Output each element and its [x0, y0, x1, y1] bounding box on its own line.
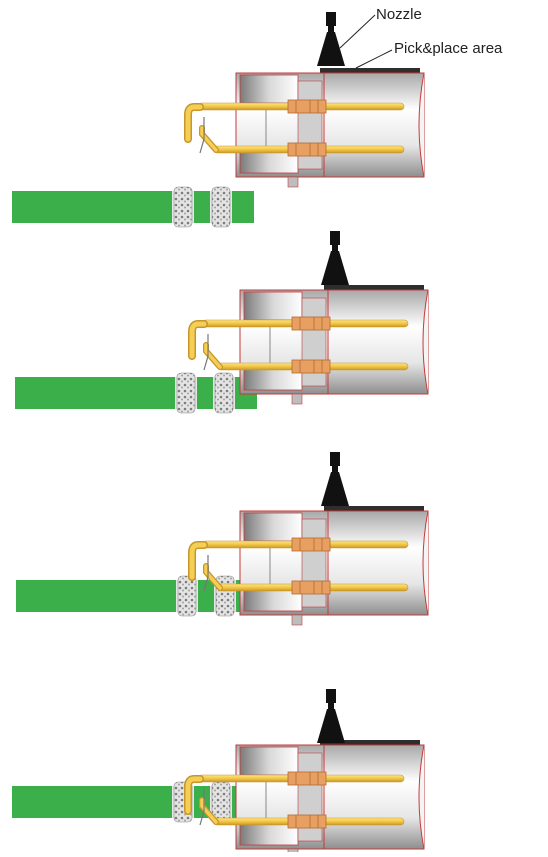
step-4 [11, 689, 424, 852]
pcb-board [14, 372, 258, 414]
step-2 [14, 231, 428, 414]
pick-place-area-label: Pick&place area [394, 40, 503, 57]
connector [188, 68, 424, 187]
pcb-board [15, 575, 259, 617]
pcb-board [11, 781, 255, 823]
nozzle-leader-line [339, 14, 376, 49]
nozzle-icon [317, 12, 345, 66]
pick-place-leader-line [355, 49, 393, 69]
pcb-board [11, 186, 255, 228]
nozzle-icon [321, 452, 349, 506]
nozzle-label: Nozzle [376, 6, 422, 23]
nozzle-icon [317, 689, 345, 743]
nozzle-icon [321, 231, 349, 285]
step-1 [11, 12, 424, 228]
step-3 [15, 452, 428, 625]
